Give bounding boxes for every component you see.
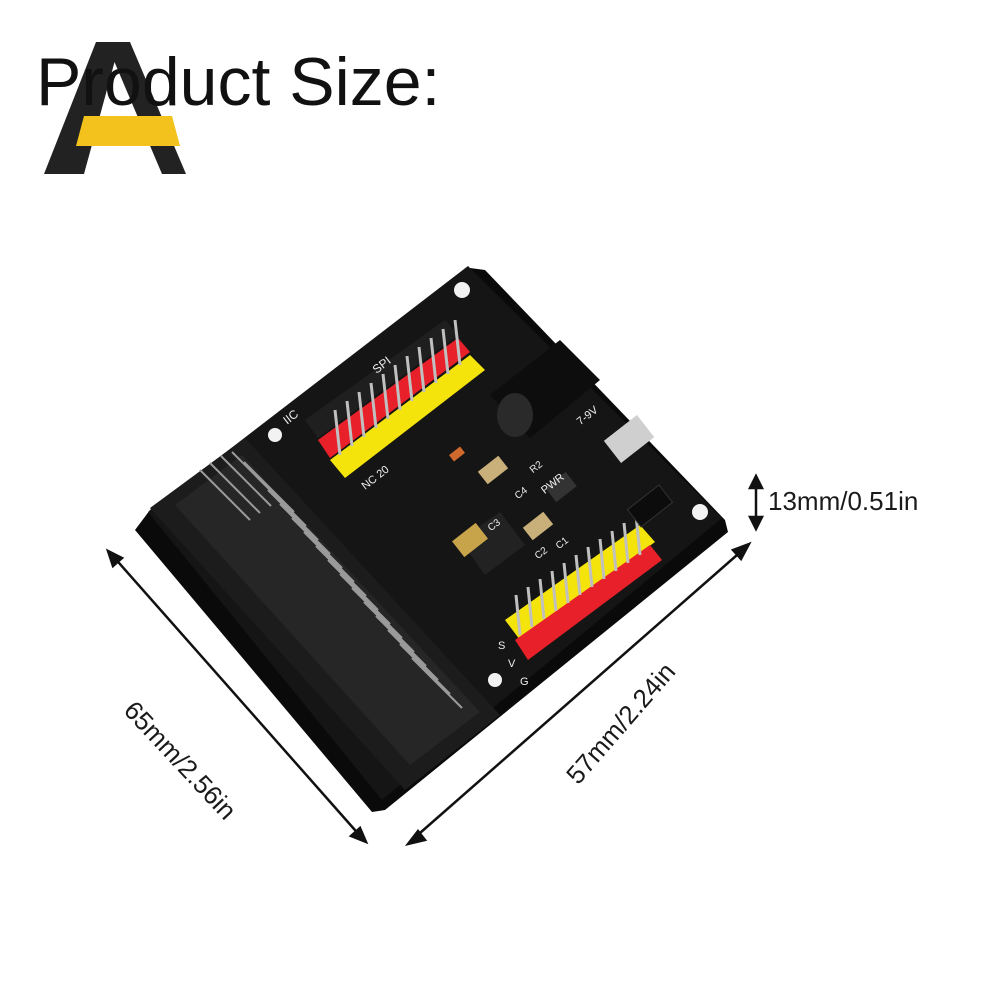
micro-usb-port	[603, 415, 655, 463]
mounting-hole	[454, 282, 470, 298]
mounting-hole	[692, 504, 708, 520]
length-arrow-head-start	[105, 548, 125, 569]
board-label-s: S	[498, 640, 506, 652]
mounting-hole	[268, 428, 282, 442]
length-arrow-head-end	[348, 825, 369, 845]
mounting-hole	[488, 673, 502, 687]
connector-contacts	[199, 451, 463, 709]
chip	[545, 471, 577, 503]
expansion-board	[135, 266, 728, 812]
height-arrow-head-bottom	[747, 515, 765, 532]
edge-connector-slot	[175, 455, 480, 765]
brand-logo-icon	[44, 42, 186, 174]
female-header	[626, 484, 674, 528]
board-label-v: V	[508, 658, 516, 670]
capacitor	[522, 511, 554, 541]
board-top	[148, 266, 722, 800]
dimension-arrows	[105, 473, 765, 847]
capacitor	[477, 455, 509, 485]
height-arrow-head-top	[747, 473, 765, 490]
side-pin-header	[505, 514, 662, 660]
top-pin-header	[305, 319, 485, 478]
width-arrow	[411, 547, 746, 841]
regulator-tab	[452, 522, 488, 558]
resistor	[449, 446, 465, 462]
voltage-regulator	[460, 512, 525, 575]
width-arrow-head-start	[404, 828, 428, 847]
dc-jack-opening	[497, 393, 533, 437]
dimension-height-label: 13mm/0.51in	[768, 486, 919, 516]
length-arrow	[111, 554, 363, 839]
board-label-g: G	[520, 676, 529, 688]
width-arrow-head-end	[730, 541, 752, 562]
page-title: Product Size:	[36, 44, 441, 120]
